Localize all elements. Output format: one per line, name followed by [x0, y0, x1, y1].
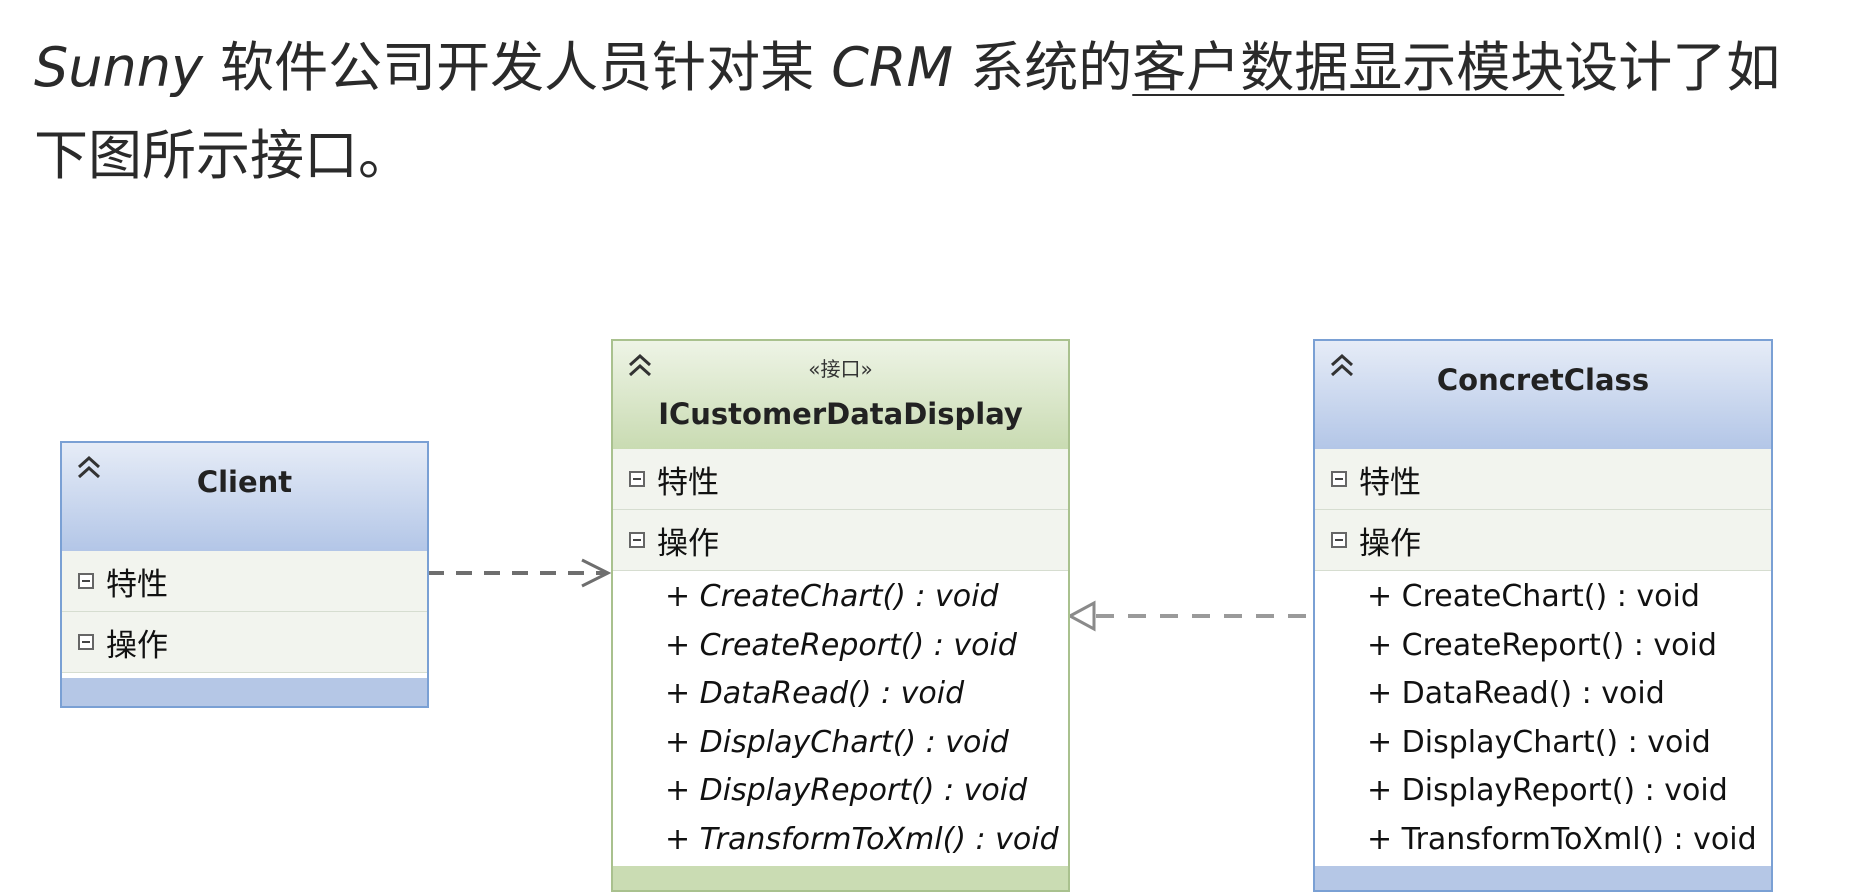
- compartment-label: 特性: [657, 464, 719, 501]
- interface-class[interactable]: «接口» ICustomerDataDisplay 特性 操作 + Create…: [611, 339, 1070, 892]
- operation-item[interactable]: + DataRead() : void: [665, 676, 965, 711]
- class-name: Client: [196, 465, 293, 499]
- operation-item[interactable]: + DisplayChart() : void: [1367, 724, 1711, 760]
- class-footer: [62, 678, 427, 706]
- compartment-operations[interactable]: 操作: [1315, 510, 1771, 571]
- intro-text-part-2: 系统的: [953, 36, 1133, 99]
- operation-item[interactable]: + CreateReport() : void: [1367, 627, 1717, 663]
- dependency-arrow: [428, 558, 612, 588]
- operation-item[interactable]: + TransformToXml() : void: [665, 821, 1059, 857]
- compartment-operations[interactable]: 操作: [62, 612, 427, 673]
- compartment-label: 特性: [106, 566, 168, 603]
- operations-list: + CreateChart() : void + CreateReport() …: [613, 571, 1068, 864]
- collapse-box-icon[interactable]: [78, 634, 94, 650]
- intro-system-name: CRM: [831, 36, 954, 99]
- collapse-box-icon[interactable]: [629, 532, 645, 548]
- class-header: Client: [62, 443, 427, 551]
- collapse-box-icon[interactable]: [78, 573, 94, 589]
- class-header: «接口» ICustomerDataDisplay: [613, 341, 1068, 449]
- realization-arrow: [1066, 600, 1313, 632]
- stereotype-label: «接口»: [808, 357, 873, 381]
- operation-item[interactable]: + TransformToXml() : void: [1367, 821, 1757, 857]
- intro-module-name: 客户数据显示模块: [1132, 36, 1565, 99]
- operation-item[interactable]: + CreateChart() : void: [665, 579, 999, 614]
- collapse-box-icon[interactable]: [629, 471, 645, 487]
- collapse-box-icon[interactable]: [1331, 532, 1347, 548]
- interface-name: ICustomerDataDisplay: [658, 397, 1023, 431]
- class-footer: [613, 866, 1068, 890]
- collapse-icon[interactable]: [1325, 349, 1359, 383]
- operation-item[interactable]: + DisplayChart() : void: [665, 724, 1009, 760]
- operation-item[interactable]: + DisplayReport() : void: [1367, 773, 1728, 808]
- operation-item[interactable]: + CreateReport() : void: [665, 627, 1017, 663]
- intro-company-name: Sunny: [34, 36, 203, 99]
- collapse-box-icon[interactable]: [1331, 471, 1347, 487]
- compartment-operations[interactable]: 操作: [613, 510, 1068, 571]
- collapse-icon[interactable]: [623, 349, 657, 383]
- compartment-label: 操作: [106, 627, 168, 664]
- operation-item[interactable]: + DataRead() : void: [1367, 676, 1665, 711]
- class-header: ConcretClass: [1315, 341, 1771, 449]
- collapse-icon[interactable]: [72, 451, 106, 485]
- compartment-label: 操作: [1359, 525, 1421, 562]
- compartment-label: 操作: [657, 525, 719, 562]
- compartment-attributes[interactable]: 特性: [613, 449, 1068, 510]
- operations-list: + CreateChart() : void + CreateReport() …: [1315, 571, 1771, 864]
- compartment-attributes[interactable]: 特性: [62, 551, 427, 612]
- intro-text: Sunny 软件公司开发人员针对某 CRM 系统的客户数据显示模块设计了如下图所…: [34, 24, 1814, 200]
- class-footer: [1315, 866, 1771, 890]
- compartment-attributes[interactable]: 特性: [1315, 449, 1771, 510]
- client-class[interactable]: Client 特性 操作: [60, 441, 429, 708]
- intro-text-part-3: 设计了如下图所示接口。: [34, 36, 1781, 187]
- class-name: ConcretClass: [1436, 363, 1650, 397]
- compartment-label: 特性: [1359, 464, 1421, 501]
- operation-item[interactable]: + DisplayReport() : void: [665, 773, 1028, 808]
- intro-text-part-1: 软件公司开发人员针对某: [202, 36, 832, 99]
- concrete-class[interactable]: ConcretClass 特性 操作 + CreateChart() : voi…: [1313, 339, 1773, 892]
- operation-item[interactable]: + CreateChart() : void: [1367, 579, 1700, 614]
